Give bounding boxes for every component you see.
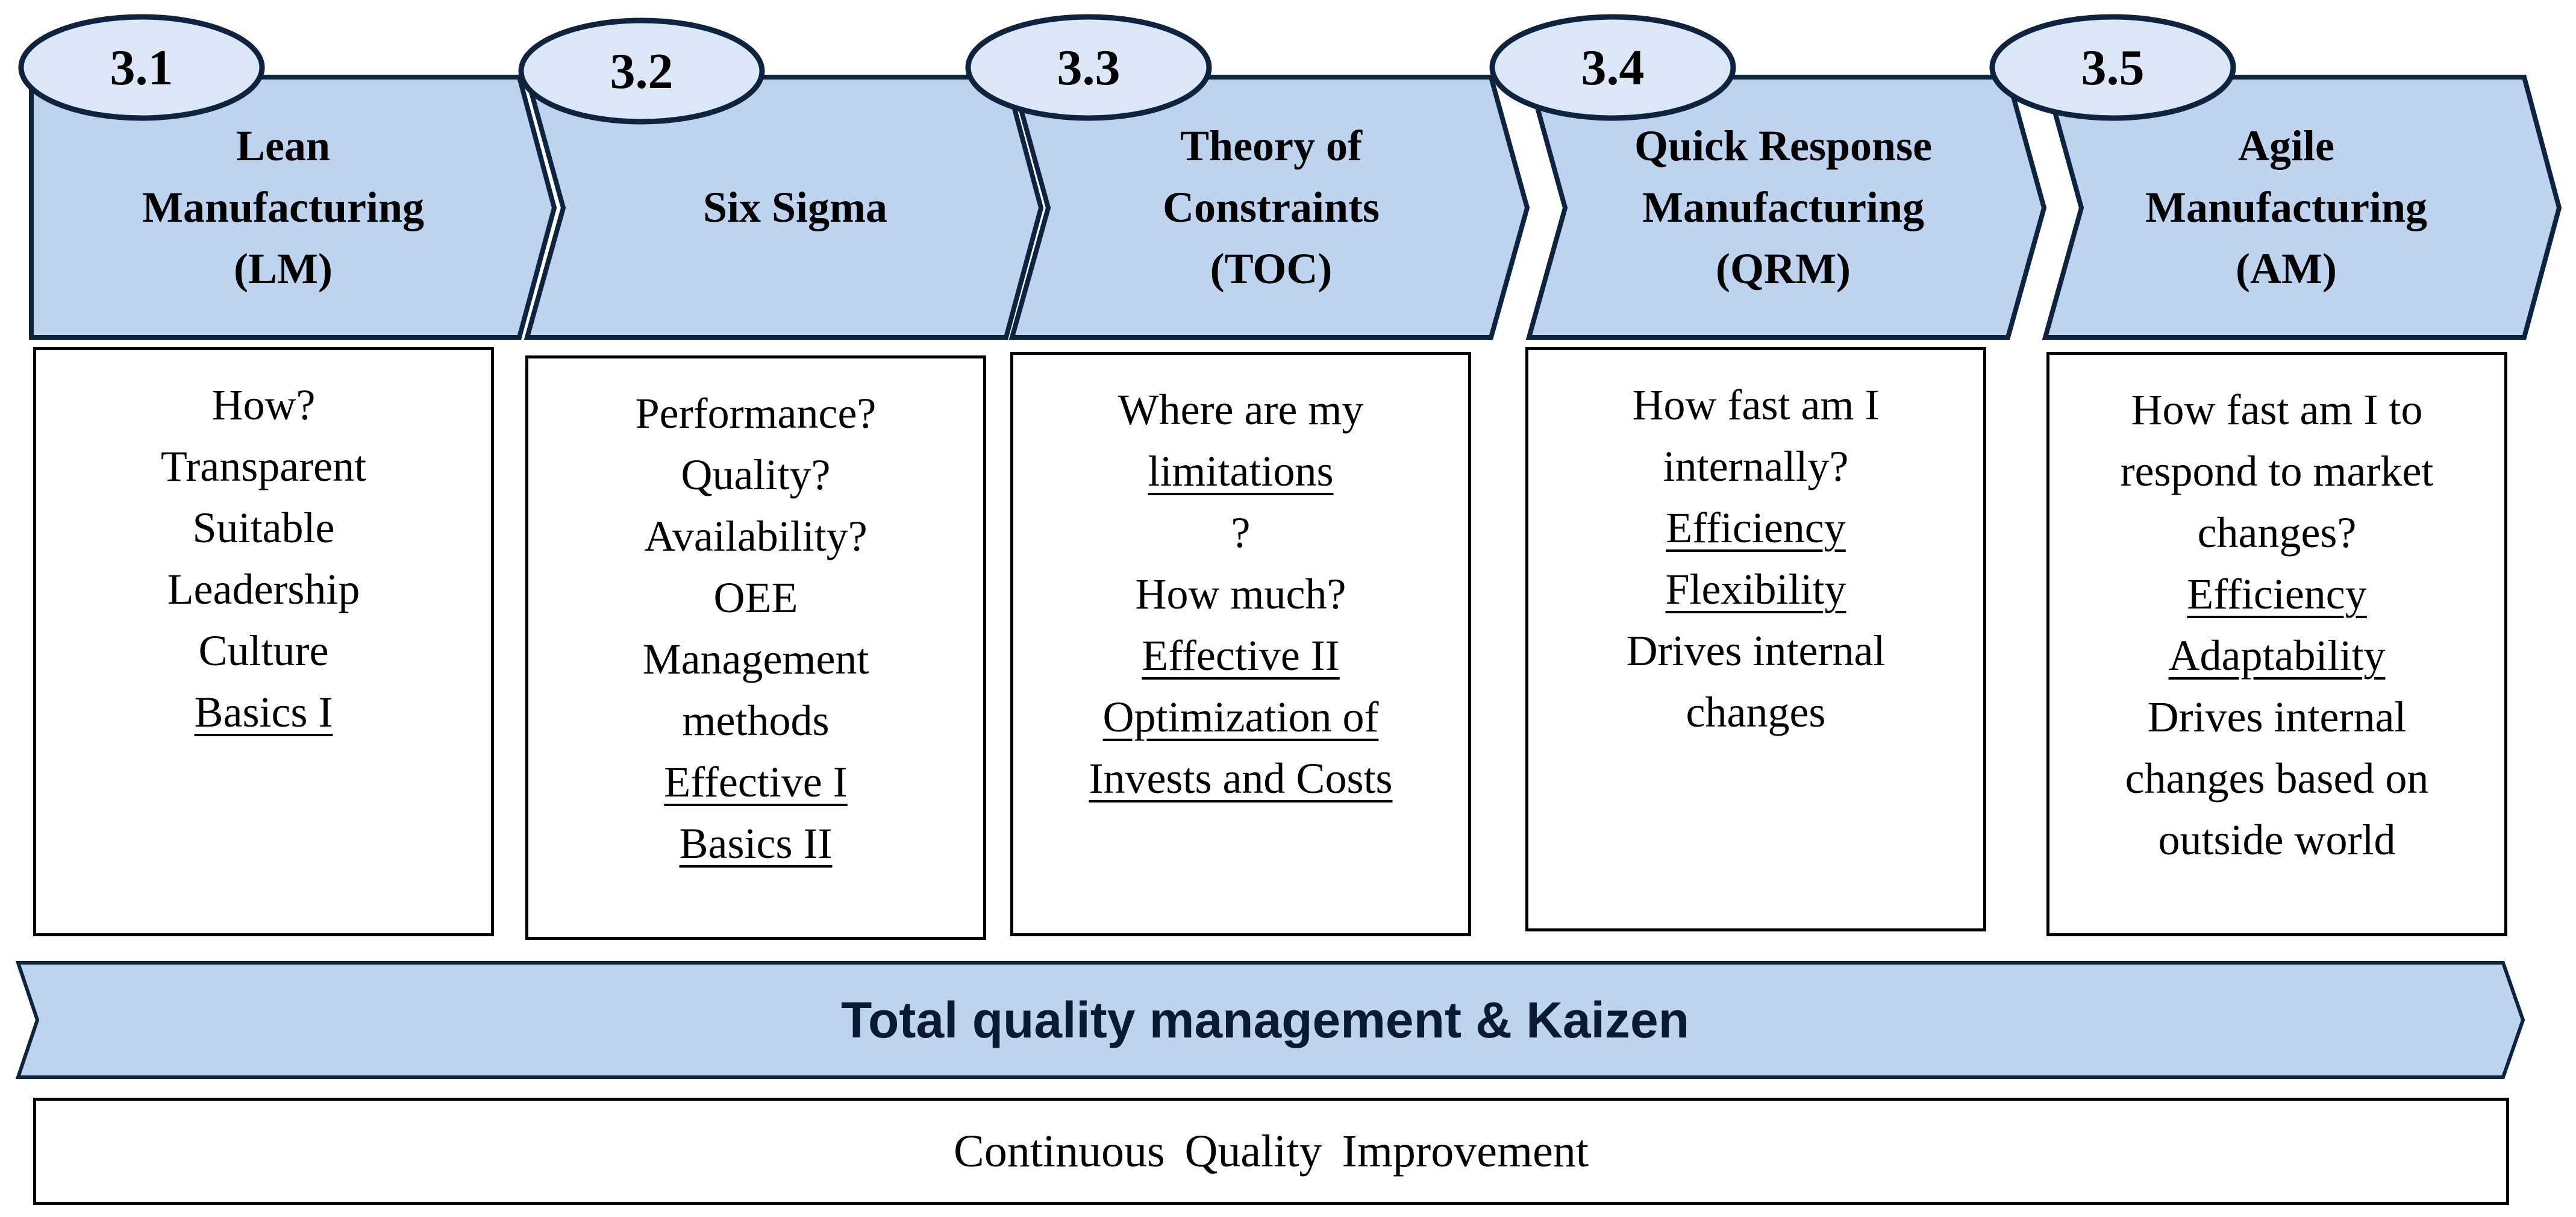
stage-title-line: (AM) [2236,245,2337,293]
content-line: Optimization of [1103,686,1379,748]
stage-badge [965,14,1212,121]
stage-title: Agile Manufacturing (AM) [2066,77,2506,337]
content-line: respond to market [2120,447,2434,495]
stage-chevron [2042,75,2562,340]
content-line: Flexibility [1665,558,1846,620]
content-line: OEE [713,574,798,622]
stage-chevron [1008,75,1530,340]
content-underlined-text: Adaptability [2168,631,2386,680]
content-line: Efficiency [1666,497,1846,558]
stage-title-line: Manufacturing [1642,183,1924,231]
content-underlined-text: Invests and Costs [1089,754,1393,802]
stage-title-line: Lean [236,122,331,170]
stage-badge-label: 3.4 [1581,39,1645,96]
tqm-banner-label: Total quality management & Kaizen [840,991,1690,1048]
stage-content-box: Where are my limitations? How much? Effe… [1010,352,1471,936]
content-line: methods [682,696,830,745]
stage-title-line: Quick Response [1634,122,1933,170]
content-underlined-text: Effective II [1142,631,1340,680]
stage-title: Theory of Constraints (TOC) [1048,77,1494,337]
stage-title-line: Agile [2238,122,2334,170]
stage-title-line: Six Sigma [702,183,888,231]
content-line: How? [211,381,316,429]
content-line: Basics I [195,681,333,743]
stage-title-line: Theory of [1180,122,1362,170]
stage-content-box: How fast am I internally? Efficiency Fle… [1525,347,1986,931]
content-line: Availability? [644,512,868,560]
stage-badge-label: 3.3 [1057,39,1121,96]
content-line: Efficiency [2187,563,2367,625]
content-line: limitations? [1148,440,1333,563]
content-underlined-text: limitations [1148,447,1334,495]
content-line: Drives internal [2147,693,2407,741]
content-line: Drives internal [1626,627,1886,675]
content-line: Basics II [680,813,833,874]
content-line: outside world [2158,816,2396,864]
content-line: Adaptability [2169,625,2386,686]
content-line: changes? [2197,508,2357,557]
content-line: Management [642,635,869,683]
stage-badge-label: 3.2 [610,43,674,99]
content-line: Effective I [664,751,848,813]
content-line: How fast am I to [2131,386,2423,434]
content-underlined-text: Basics II [679,819,833,868]
content-line: Where are my [1118,386,1364,434]
stage-title-line: Constraints [1162,183,1380,231]
content-line: changes based on [2125,754,2429,802]
stage-badge-label: 3.1 [110,39,174,96]
stage-badge [1989,14,2236,121]
content-line: changes [1686,688,1826,736]
content-line: Suitable [192,504,335,552]
stage-content-box: How fast am I to respond to market chang… [2046,352,2507,936]
stage-title-line: (LM) [234,245,333,293]
content-underlined-text: Flexibility [1665,565,1846,613]
content-line: internally? [1663,442,1849,490]
content-line: Transparent [160,442,367,490]
content-line: Quality? [681,451,831,499]
stage-badge [1489,14,1736,121]
content-underlined-text: Optimization of [1102,693,1379,741]
stage-chevron [29,75,557,340]
content-underlined-text: Effective I [664,758,848,806]
stage-content-box: Performance? Quality? Availability? OEE … [525,355,986,940]
stage-title-line: Manufacturing [142,183,424,231]
content-line: How fast am I [1632,381,1880,429]
content-underlined-text: Basics I [194,688,333,736]
stage-badge-label: 3.5 [2081,39,2145,96]
stage-title: Six Sigma [560,77,1030,337]
stage-title-line: (TOC) [1210,245,1333,293]
tqm-banner-shape [15,961,2525,1079]
stage-title: Quick Response Manufacturing (QRM) [1566,77,2000,337]
content-line: Effective II [1142,625,1339,686]
stage-content-box: How? Transparent Suitable Leadership Cul… [33,347,494,936]
stage-badge [518,17,765,125]
content-underlined-text: Efficiency [2187,570,2367,618]
footer-box: Continuous Quality Improvement [33,1098,2509,1205]
content-line: How much? [1135,570,1346,618]
stage-badge [18,14,265,121]
content-line: Leadership [167,565,360,613]
content-line: Performance? [635,389,877,437]
stage-title: Lean Manufacturing (LM) [36,77,530,337]
content-underlined-text: Efficiency [1666,504,1846,552]
stage-title-line: (QRM) [1716,245,1851,293]
stage-title-line: Manufacturing [2145,183,2427,231]
content-line: Invests and Costs [1089,748,1393,809]
content-line: Culture [198,627,329,675]
content-text: ? [1231,508,1251,557]
